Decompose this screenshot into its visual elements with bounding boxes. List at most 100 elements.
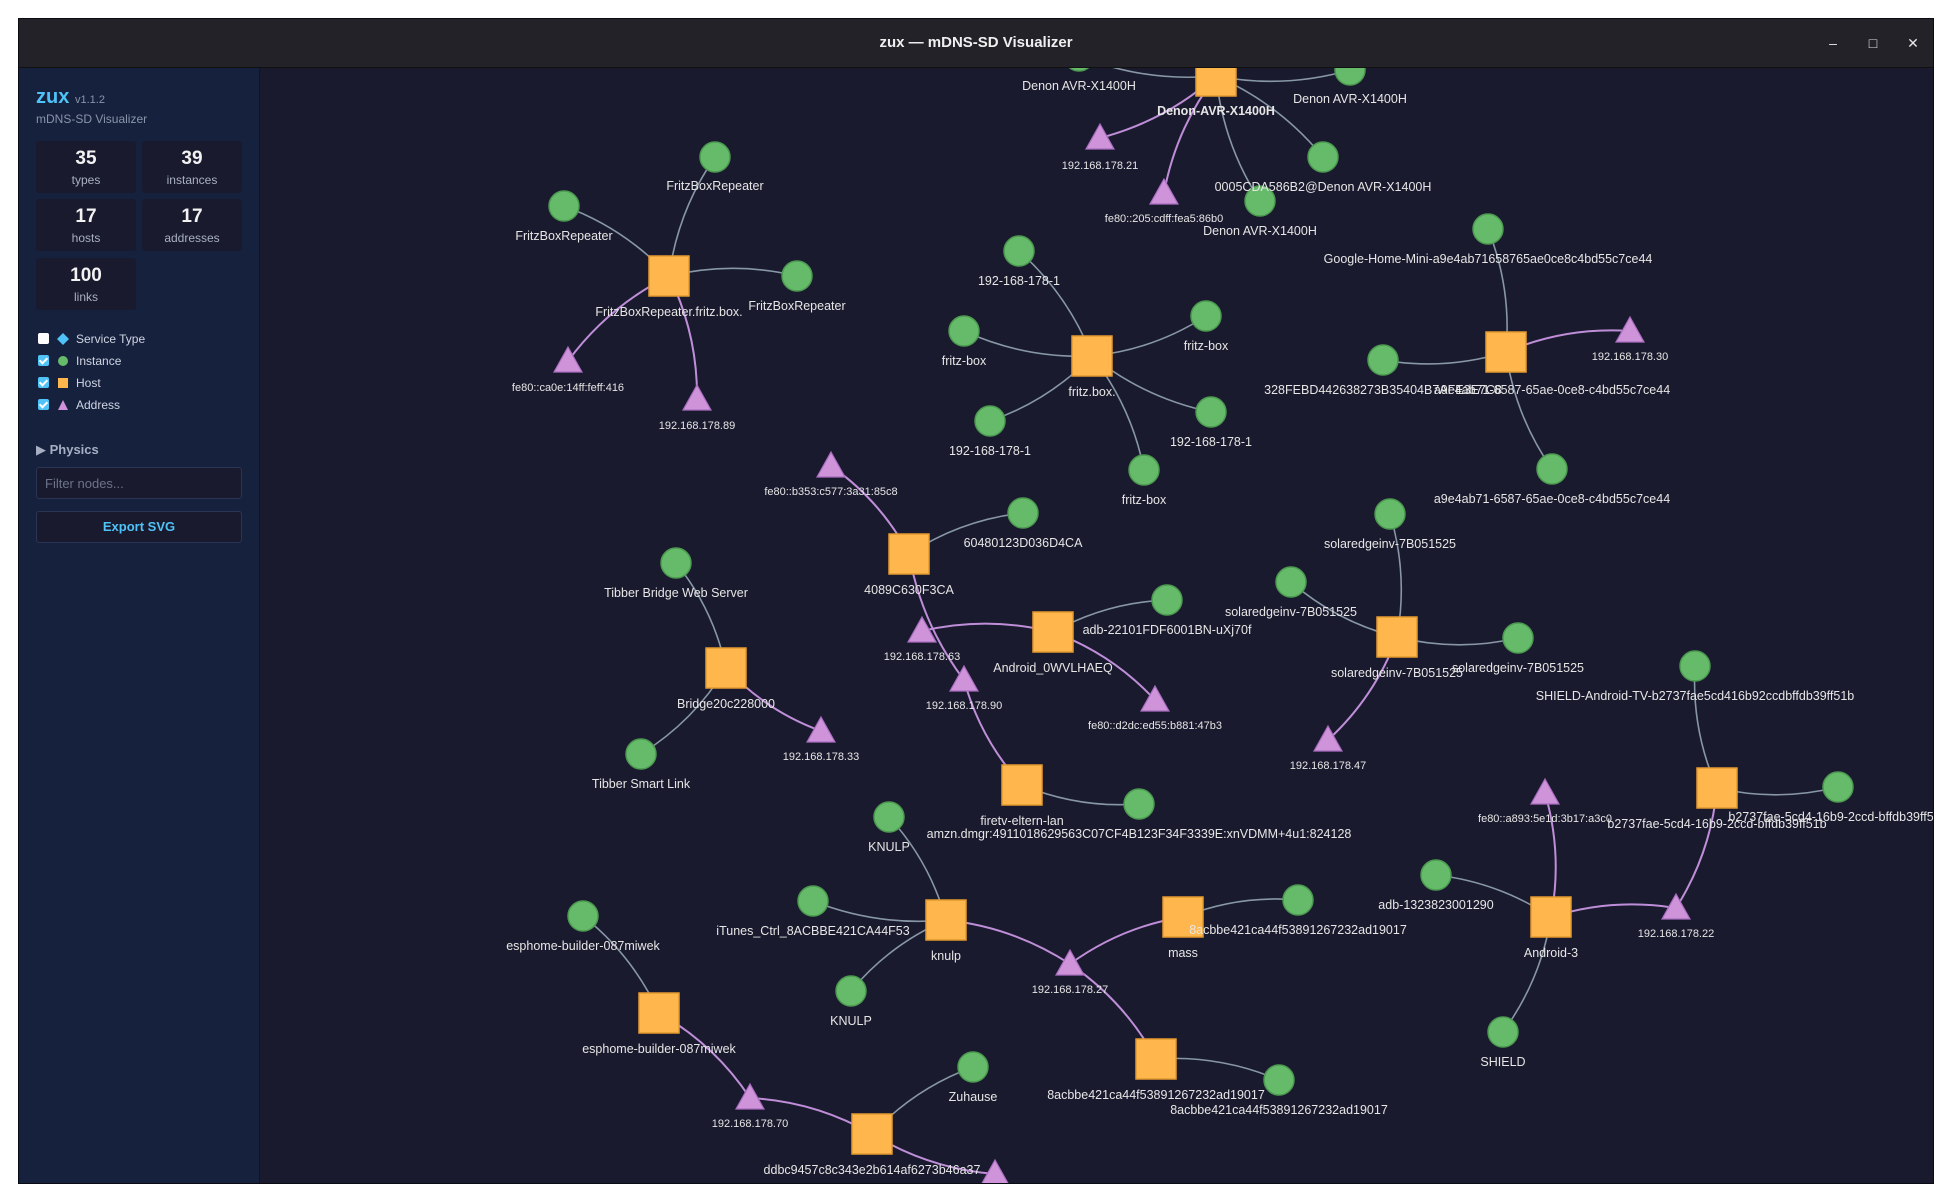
instance-node[interactable] [1275,566,1307,598]
instance-node[interactable] [1374,498,1406,530]
instance-label: 8acbbe421ca44f53891267232ad19017 [1170,1103,1388,1117]
instance-node[interactable] [699,141,731,173]
instance-node[interactable] [974,405,1006,437]
address-node[interactable] [948,664,980,692]
minimize-icon[interactable]: – [1829,35,1837,51]
address-label: 192.168.178.33 [783,751,859,763]
address-node[interactable] [906,615,938,643]
instance-node[interactable] [567,900,599,932]
physics-toggle[interactable]: ▶ Physics [36,442,99,457]
instance-node[interactable] [835,975,867,1007]
instance-node[interactable] [781,260,813,292]
instance-node[interactable] [1536,453,1568,485]
instance-label: FritzBoxRepeater [666,179,763,193]
address-checkbox[interactable] [38,399,49,410]
address-node[interactable] [1660,892,1692,920]
host-node[interactable] [1071,335,1113,377]
instance-node[interactable] [548,190,580,222]
address-node[interactable] [1148,177,1180,205]
host-label: mass [1168,946,1198,960]
host-node[interactable] [888,533,930,575]
stat-value: 39 [181,148,203,169]
host-node[interactable] [1135,1038,1177,1080]
instance-node[interactable] [1195,396,1227,428]
host-label: firetv-eltern-lan [980,814,1063,828]
instance-node[interactable] [1367,344,1399,376]
instance-node[interactable] [1064,68,1094,72]
address-node[interactable] [734,1082,766,1110]
instance-node[interactable] [1003,235,1035,267]
address-node[interactable] [805,715,837,743]
instance-label: FritzBoxRepeater [515,229,612,243]
host-node[interactable] [638,992,680,1034]
address-label: fe80::d2dc:ed55:b881:47b3 [1088,720,1222,732]
host-node[interactable] [925,899,967,941]
host-node[interactable] [1162,896,1204,938]
close-icon[interactable]: ✕ [1907,35,1919,51]
instance-label: 328FEBD442638273B35404B7AFE3E7C8 [1264,383,1502,397]
host-label: fritz.box. [1068,385,1115,399]
instance-label: fritz-box [1184,339,1229,353]
address-node[interactable] [1529,777,1561,805]
instance-node[interactable] [1334,68,1366,86]
export-svg-button[interactable]: Export SVG [36,511,242,543]
instance-node[interactable] [797,885,829,917]
instance-node[interactable] [1472,213,1504,245]
instance-node[interactable] [1007,497,1039,529]
host-node[interactable] [851,1113,893,1155]
instance-node[interactable] [1128,454,1160,486]
instance-node[interactable] [1502,622,1534,654]
instance-node[interactable] [873,801,905,833]
address-node[interactable] [1139,684,1171,712]
address-label: 192.168.178.27 [1032,984,1108,996]
instance-node[interactable] [1679,650,1711,682]
address-node[interactable] [1084,122,1116,150]
host-checkbox[interactable] [38,377,49,388]
instance-node[interactable] [1151,584,1183,616]
legend-label: Address [76,398,121,412]
host-node[interactable] [1485,331,1527,373]
address-node[interactable] [1312,724,1344,752]
links-layer [563,68,1839,1175]
app-version: v1.1.2 [75,94,105,106]
maximize-icon[interactable]: □ [1868,35,1878,51]
host-node[interactable] [1032,611,1074,653]
title-bar[interactable]: zux — mDNS-SD Visualizer – □ ✕ [19,19,1933,68]
instance-node[interactable] [1487,1016,1519,1048]
stat-instances: 39 instances [142,141,242,193]
instance-node[interactable] [660,547,692,579]
instance-node[interactable] [1244,185,1276,217]
instance-node[interactable] [1282,884,1314,916]
instance-label: solaredgeinv-7B051525 [1452,661,1584,675]
instance-node[interactable] [1263,1064,1295,1096]
host-node[interactable] [1195,68,1237,97]
address-node[interactable] [1054,948,1086,976]
instance-node[interactable] [948,315,980,347]
instance-node[interactable] [1307,141,1339,173]
host-node[interactable] [1001,764,1043,806]
host-node[interactable] [1696,767,1738,809]
instance-node[interactable] [1123,788,1155,820]
instance-checkbox[interactable] [38,355,49,366]
service-type-checkbox[interactable] [38,333,49,344]
instance-node[interactable] [1822,771,1854,803]
address-label: 192.168.178.30 [1592,351,1668,363]
host-node[interactable] [648,255,690,297]
address-node[interactable] [981,1158,1009,1183]
instance-node[interactable] [1190,300,1222,332]
host-node[interactable] [1376,616,1418,658]
instance-node[interactable] [625,738,657,770]
instance-label: fritz-box [942,354,987,368]
host-node[interactable] [1530,896,1572,938]
address-node[interactable] [552,345,584,373]
host-node[interactable] [705,647,747,689]
address-node[interactable] [681,383,713,411]
instance-node[interactable] [957,1051,989,1083]
instance-node[interactable] [1420,859,1452,891]
filter-input[interactable] [36,467,242,499]
address-node[interactable] [1614,315,1646,343]
address-label: fe80::b353:c577:3a31:85c8 [764,486,897,498]
address-node[interactable] [815,450,847,478]
